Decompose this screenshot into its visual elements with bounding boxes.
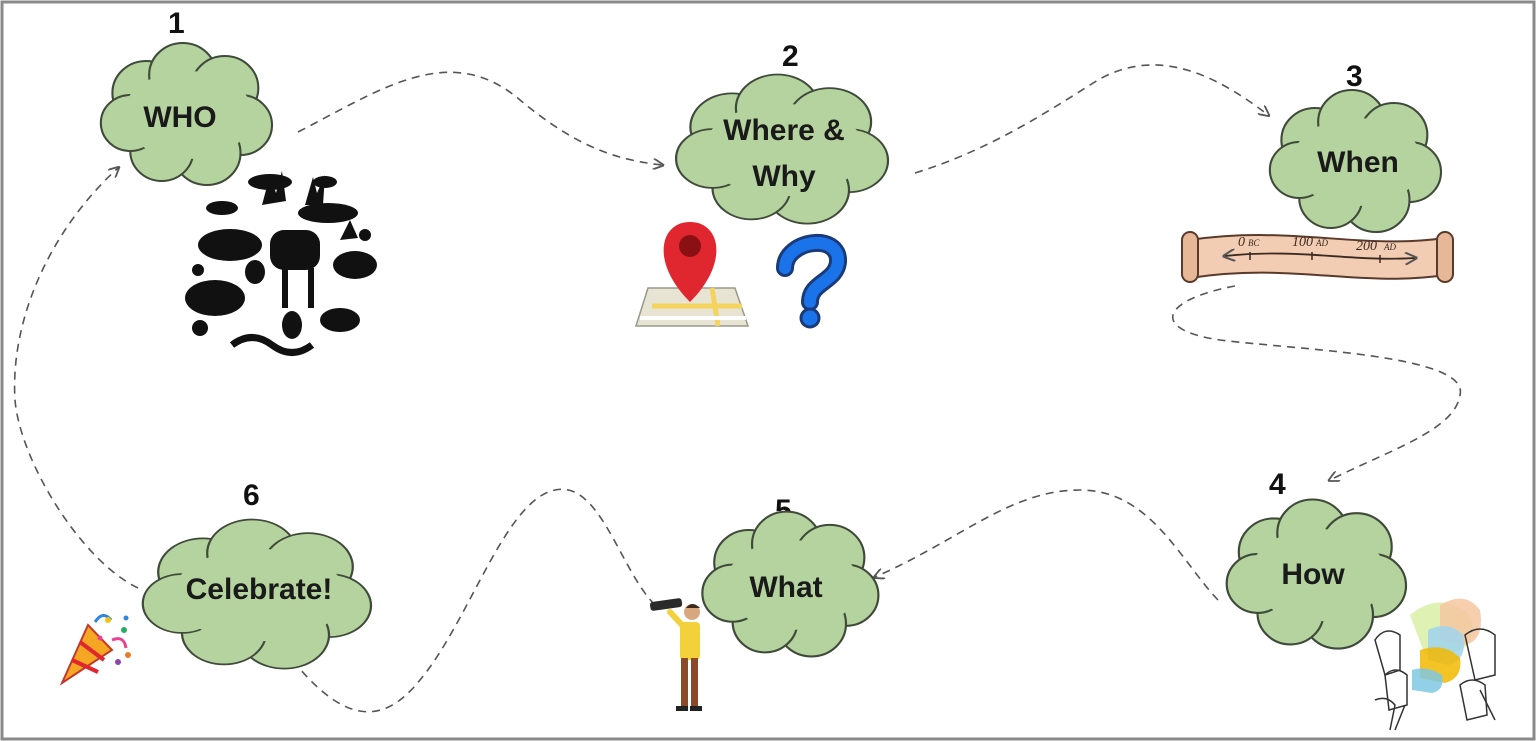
timeline-scroll-icon: 0 BC 100 AD 200 AD xyxy=(1182,232,1453,282)
arrow-3-to-4 xyxy=(1173,286,1461,480)
cloud-label-what: What xyxy=(749,571,822,604)
arrow-4-to-5 xyxy=(875,490,1218,600)
timeline-label: 200 xyxy=(1356,239,1377,254)
party-popper-icon xyxy=(62,615,131,683)
step-number: 1 xyxy=(168,7,185,40)
question-mark-icon xyxy=(785,243,838,327)
step-number: 4 xyxy=(1269,468,1286,501)
step-5: 5 What xyxy=(702,494,878,656)
arrow-2-to-3 xyxy=(915,65,1268,173)
cloud-label-why: Why xyxy=(752,160,816,193)
timeline-label: 100 xyxy=(1292,235,1313,250)
cloud-where-why xyxy=(676,75,888,224)
cloud-label-celebrate: Celebrate! xyxy=(186,573,333,606)
cloud-label-who: WHO xyxy=(143,101,216,134)
step-3: 3 When xyxy=(1270,60,1441,232)
cloud-label-where: Where & xyxy=(723,114,845,147)
animals-silhouette-icon xyxy=(185,168,385,368)
timeline-label: 0 xyxy=(1238,235,1245,250)
step-number: 3 xyxy=(1346,60,1363,93)
crowd-speech-icon xyxy=(1375,599,1495,730)
arrow-1-to-2 xyxy=(298,72,662,165)
arrow-6-to-1 xyxy=(15,168,138,588)
timeline-label: BC xyxy=(1248,238,1260,248)
timeline-label: AD xyxy=(1383,242,1396,252)
map-pin-icon xyxy=(636,222,748,326)
step-number: 6 xyxy=(243,479,260,512)
cloud-label-when: When xyxy=(1317,146,1399,179)
cloud-label-how: How xyxy=(1281,558,1345,591)
step-6: 6 Celebrate! xyxy=(143,479,371,669)
step-1: 1 WHO xyxy=(101,7,272,185)
step-number: 2 xyxy=(782,40,799,73)
step-4: 4 How xyxy=(1227,468,1406,649)
telescope-person-icon xyxy=(650,598,702,711)
timeline-label: AD xyxy=(1315,238,1328,248)
step-2: 2 Where & Why xyxy=(676,40,888,224)
